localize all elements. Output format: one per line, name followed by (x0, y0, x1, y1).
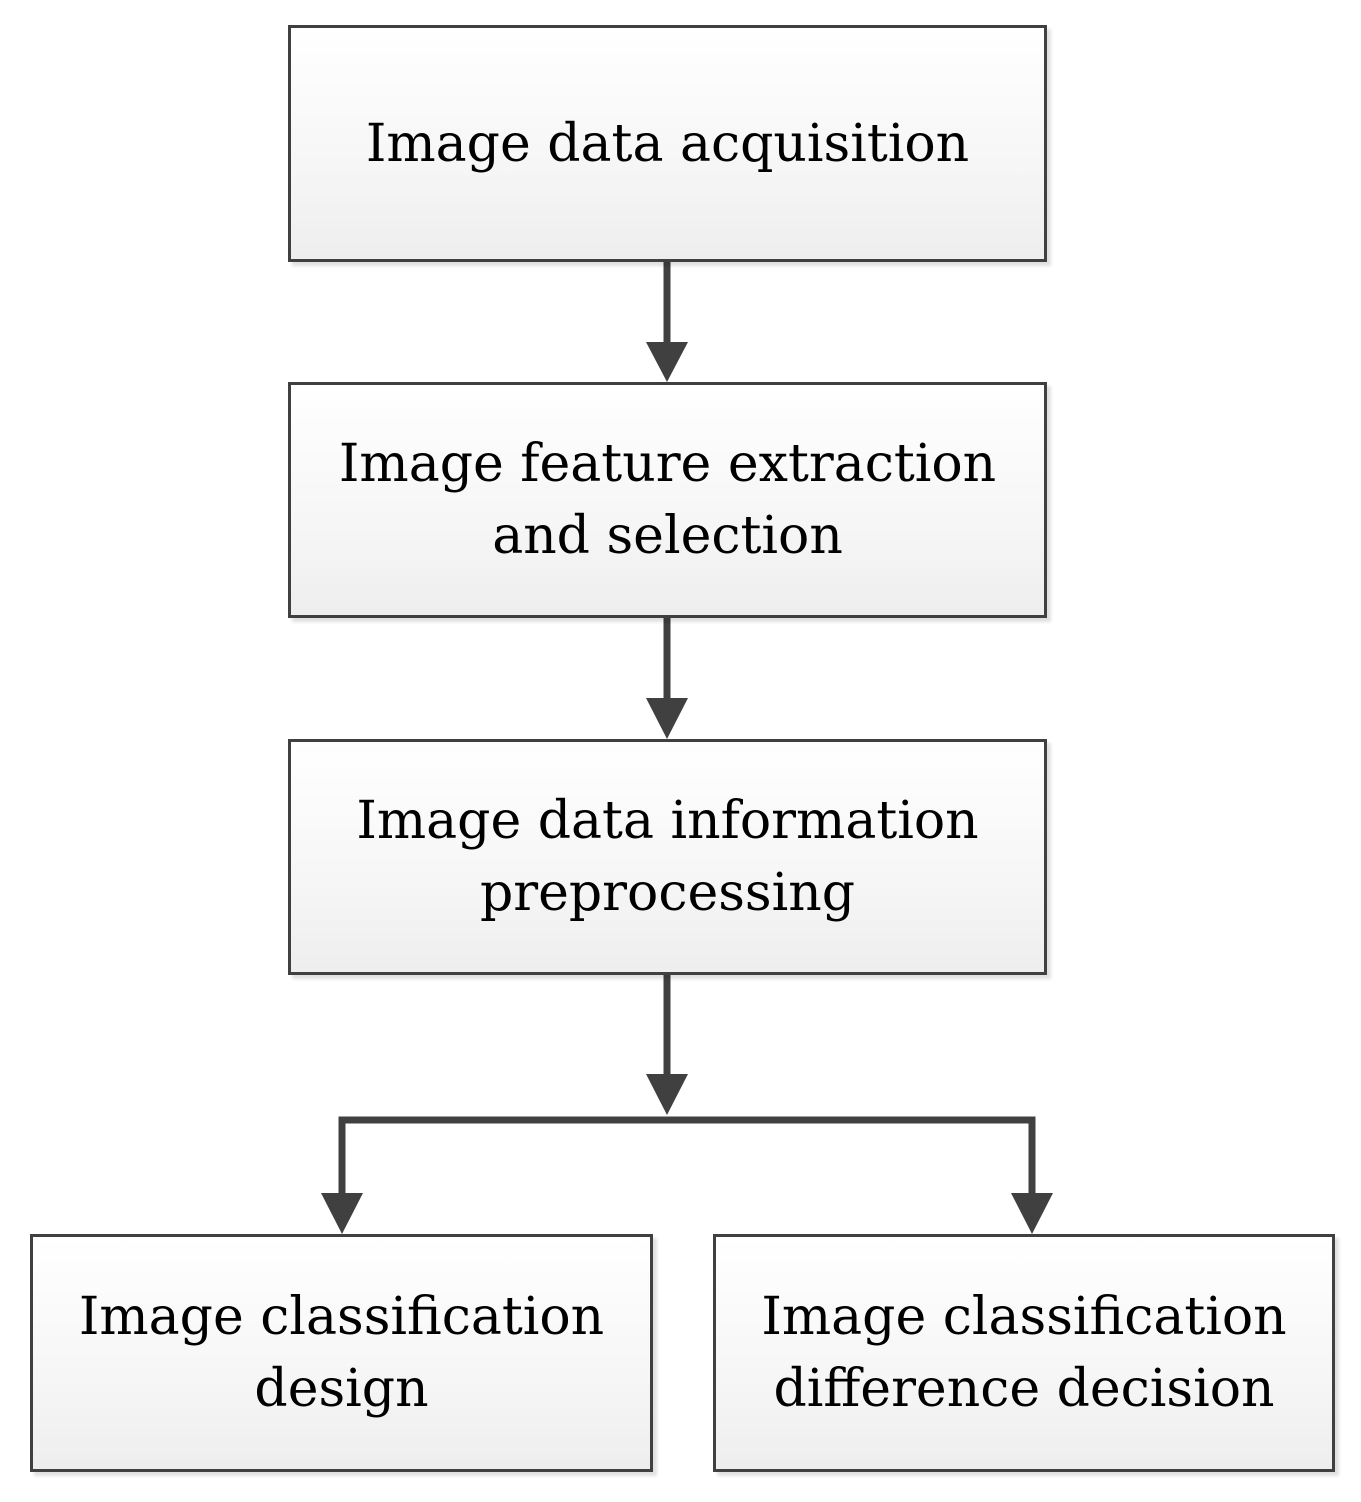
arrowhead-2-3 (646, 698, 688, 739)
arrowhead-to-classification-design (321, 1193, 363, 1234)
arrowhead-3-split (646, 1074, 688, 1115)
image-data-acquisition-box: Image data acquisition (288, 25, 1047, 262)
arrowhead-to-difference-decision (1011, 1193, 1053, 1234)
classification-design-box: Image classification design (30, 1234, 653, 1472)
feature-extraction-label: Image feature extraction and selection (338, 434, 997, 566)
feature-extraction-box: Image feature extraction and selection (288, 382, 1047, 618)
preprocessing-box: Image data information preprocessing (288, 739, 1047, 975)
branch-line (338, 1116, 1036, 1196)
difference-decision-label: Image classification difference decision (761, 1287, 1287, 1419)
image-data-acquisition-label: Image data acquisition (365, 113, 970, 174)
preprocessing-label: Image data information preprocessing (356, 791, 979, 923)
arrowhead-1-2 (646, 342, 688, 382)
classification-design-label: Image classification design (78, 1287, 605, 1419)
difference-decision-box: Image classification difference decision (713, 1234, 1335, 1472)
